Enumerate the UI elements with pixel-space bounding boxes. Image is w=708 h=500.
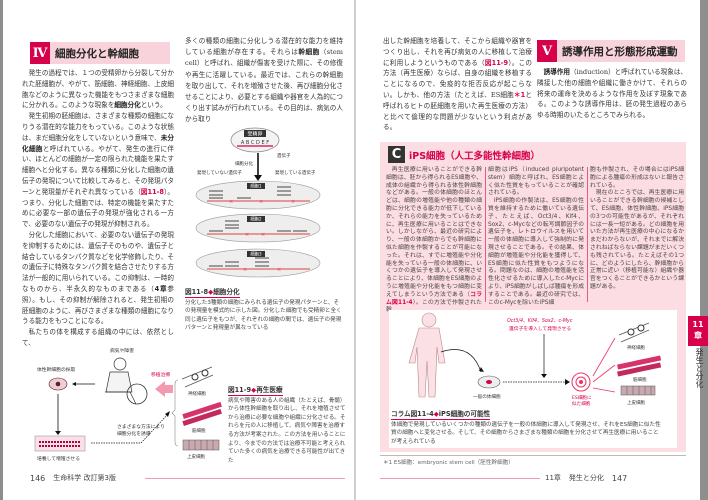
- section-title: 細胞分化と幹細胞: [55, 47, 139, 60]
- column-text-2: 細胞はiPS（induced pluripotent stem）細胞と呼ばれ、E…: [488, 167, 584, 306]
- column-text-1: 再生医療に用いることができる幹細胞は、胚から得られるES細胞や、成体の組織から得…: [386, 167, 482, 313]
- cell-2: 細胞2 × ×: [195, 213, 321, 243]
- transplant-label: 移植治療: [151, 371, 170, 378]
- svg-text:細胞2: 細胞2: [250, 216, 262, 223]
- cell-1: 細胞1 × × ×: [195, 180, 321, 210]
- section-title: 誘導作用と形態形成運動: [562, 45, 678, 58]
- section-number: V: [537, 40, 557, 62]
- chapter-tab-title: 発生と分化: [695, 348, 704, 388]
- gene-label: 遺伝子: [277, 152, 291, 159]
- section-4-heading: Ⅳ 細胞分化と幹細胞: [30, 42, 170, 64]
- footer-chapter-title: 発生と分化: [568, 474, 604, 482]
- figure-11-9-caption: 図11-9◆再生医療 病気や障害のある人の組織（たとえば、骨髄）から体性幹細胞を…: [228, 386, 346, 464]
- footer-rule: [380, 478, 540, 479]
- book-title: 生命科学 改訂第3版: [53, 474, 116, 482]
- section-5-heading: V 誘導作用と形態形成運動: [537, 40, 685, 62]
- column-text-3: 胞も作製され、その場合にはiPS細胞による腫瘍の形成はないと報告されている。現在…: [590, 167, 684, 290]
- right-footer: 11章 発生と分化 147: [545, 473, 627, 483]
- column-divider: [485, 167, 486, 302]
- muscle-cell-illustration: [182, 401, 222, 427]
- svg-text:筋細胞: 筋細胞: [192, 427, 206, 434]
- patient-label: 病気や障害: [110, 347, 134, 354]
- svg-text:上皮細胞: 上皮細胞: [187, 453, 205, 460]
- genes-label: A B C D E F: [241, 140, 269, 146]
- svg-text:上皮細胞: 上皮細胞: [627, 399, 645, 406]
- es-like-cell-icon: [571, 372, 591, 392]
- svg-text:ES細胞に: ES細胞に: [572, 394, 592, 401]
- svg-text:神経細胞: 神経細胞: [188, 390, 206, 397]
- column-box-ips: C iPS細胞（人工多能性幹細胞） 再生医療に用いることができる幹細胞は、胚から…: [380, 142, 686, 452]
- right-column-1-text: 出した幹細胞を培養して、そこから組織や器官をつくり出し、それを再び病気の人に移植…: [383, 37, 532, 132]
- induce-label-1: さまざまな方法により: [117, 423, 165, 430]
- column-divider: [587, 167, 588, 302]
- culture-label: 培養して増殖させる: [37, 455, 80, 462]
- nerve-cell-illustration: [181, 366, 214, 388]
- somatic-cell-label: 一般の体細胞: [473, 393, 501, 400]
- cell-3: 細胞3 × ×: [195, 248, 321, 278]
- figure-11-8-caption: 図11-8◆細胞分化 分化した3種類の細胞にみられる遺伝子の発現パターンと、その…: [185, 288, 342, 332]
- human-body-illustration: [408, 312, 446, 398]
- column-title: iPS細胞（人工多能性幹細胞）: [409, 150, 541, 162]
- left-column-1-text: 発生の過程では、１つの受精卵から分裂して分かれた胚細胞が、やがて、筋細胞、神経細…: [22, 69, 175, 347]
- figure-ref-link[interactable]: 図11-8: [140, 187, 164, 196]
- nerve-cell-illustration: [618, 322, 650, 343]
- footnote-mark[interactable]: ＊1: [513, 90, 526, 99]
- column-figure-caption: コラム図11-4◆iPS細胞の可能性 体細胞で発現しているいくつかの種類の遺伝子…: [391, 410, 661, 445]
- svg-text:細胞3: 細胞3: [250, 251, 262, 258]
- svg-text:筋細胞: 筋細胞: [633, 376, 647, 383]
- left-page: [3, 0, 355, 500]
- section-number: Ⅳ: [30, 42, 50, 64]
- svg-text:神経細胞: 神経細胞: [627, 344, 645, 351]
- expressed-label: 発現している遺伝子: [275, 169, 316, 176]
- column-mark-icon: C: [388, 146, 405, 163]
- svg-text:×: ×: [259, 199, 263, 205]
- svg-text:×: ×: [245, 232, 249, 238]
- not-expressed-label: 発現していない遺伝子: [197, 169, 242, 176]
- genes-label: Oct3/4、Klf4、Sox2、c-Myc: [507, 318, 573, 324]
- genes-instruction-label: 遺伝子を導入して発現させる: [509, 325, 571, 332]
- figure-ref-link[interactable]: コラム図11-4: [386, 291, 482, 306]
- figure-11-8-diagram: 受精卵 A B C D E F 遺伝子 細胞分化 発現していない遺伝子 発現して…: [195, 127, 321, 278]
- svg-text:×: ×: [243, 267, 247, 273]
- patient-in-wheelchair-illustration: [105, 357, 148, 405]
- svg-text:×: ×: [291, 199, 295, 205]
- svg-text:×: ×: [261, 232, 265, 238]
- svg-text:×: ×: [277, 267, 281, 273]
- footnote: ＊1 ES細胞：embryonic stem cell（胚性幹細胞）: [383, 460, 514, 466]
- footnote-rule: [380, 455, 686, 456]
- left-footer: 146 生命科学 改訂第3版: [30, 473, 116, 483]
- left-column-2-text: 多くの種類の細胞に分化しうる潜在的な能力を維持している細胞が存在する。それらは幹…: [185, 37, 343, 124]
- cross-mark: ×: [229, 199, 233, 205]
- column-heading: C iPS細胞（人工多能性幹細胞）: [388, 146, 540, 163]
- muscle-cell-illustration: [617, 355, 662, 377]
- svg-text:似た細胞: 似た細胞: [572, 400, 591, 407]
- page-number: 147: [611, 473, 628, 483]
- figure-11-9-diagram: 病気や障害 体性幹細胞の採取 培養して増殖させる さまざまな方法により 細胞分化…: [34, 347, 222, 462]
- footer-rule: [145, 478, 345, 479]
- svg-text:細胞1: 細胞1: [250, 183, 262, 190]
- epithelial-cell-illustration: [182, 439, 220, 451]
- epithelial-cell-illustration: [620, 385, 656, 396]
- column-figure-11-4-diagram: 一般の体細胞 Oct3/4、Klf4、Sox2、c-Myc 遺伝子を導入して発現…: [408, 312, 662, 407]
- gutter: [354, 0, 356, 500]
- footer-chapter: 11章: [545, 474, 561, 482]
- harvest-label: 体性幹細胞の採取: [37, 366, 76, 373]
- figure-ref-link[interactable]: 図11-9: [484, 58, 509, 67]
- column-figure-area: 一般の体細胞 Oct3/4、Klf4、Sox2、c-Myc 遺伝子を導入して発現…: [389, 310, 677, 448]
- zygote-label: 受精卵: [247, 131, 262, 138]
- page-number: 146: [30, 473, 46, 483]
- induce-label-2: 細胞分化を誘導: [117, 430, 151, 437]
- section-5-text: 誘導作用（induction）と呼ばれている現象は、隣接した他の細胞や組織に働き…: [537, 68, 688, 120]
- differentiation-label: 細胞分化: [235, 160, 253, 167]
